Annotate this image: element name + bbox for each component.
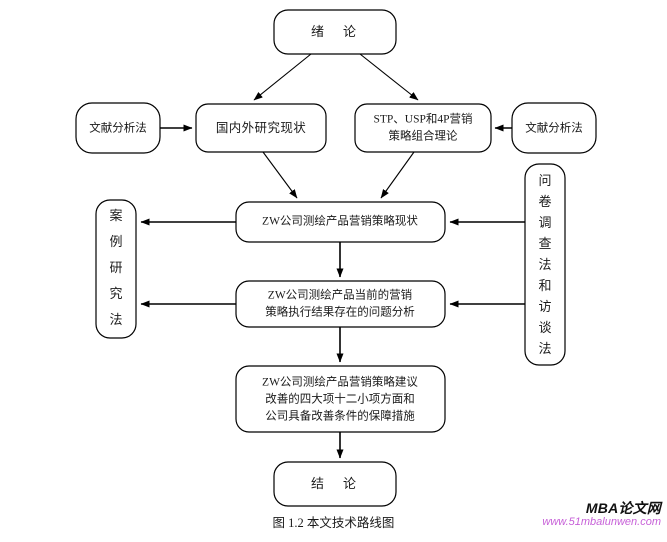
edge-theory-to-status-now	[380, 151, 415, 199]
node-intro[interactable]: 绪 论	[273, 9, 397, 55]
node-lit-left-label: 文献分析法	[89, 121, 147, 135]
node-case-study-char-0: 案	[109, 208, 122, 223]
node-theory[interactable]: STP、USP和4P营销 策略组合理论	[354, 103, 492, 153]
node-lit-left[interactable]: 文献分析法	[75, 102, 161, 154]
node-suggestions-line2: 改善的四大项十二小项方面和	[265, 392, 415, 406]
node-research-status[interactable]: 国内外研究现状	[195, 103, 327, 153]
node-survey-interview-char-0: 问	[538, 173, 551, 188]
node-conclusion[interactable]: 结 论	[273, 461, 397, 507]
node-survey-interview-char-8: 法	[538, 341, 551, 356]
node-case-study-char-4: 法	[109, 312, 122, 327]
node-suggestions[interactable]: ZW公司测绘产品营销策略建议 改善的四大项十二小项方面和 公司具备改善条件的保障…	[235, 365, 446, 433]
node-layer: 绪 论 文献分析法 国内外研究现状 STP、USP和4P营销 策略组合理论	[75, 9, 597, 507]
node-theory-label-line2: 策略组合理论	[389, 129, 458, 143]
node-survey-interview[interactable]: 问 卷 调 查 法 和 访 谈 法	[524, 163, 566, 366]
node-suggestions-line3: 公司具备改善条件的保障措施	[265, 409, 415, 423]
node-conclusion-label: 结 论	[311, 476, 359, 491]
node-case-study-char-1: 例	[109, 234, 122, 249]
node-case-study[interactable]: 案 例 研 究 法	[95, 199, 137, 339]
node-survey-interview-char-3: 查	[538, 236, 551, 251]
node-lit-right-label: 文献分析法	[525, 121, 583, 135]
node-theory-label-line1: STP、USP和4P营销	[373, 112, 472, 126]
node-suggestions-line1: ZW公司测绘产品营销策略建议	[262, 375, 418, 389]
node-survey-interview-char-6: 访	[538, 299, 551, 314]
node-lit-right[interactable]: 文献分析法	[511, 102, 597, 154]
node-problem-analysis-line1: ZW公司测绘产品当前的营销	[268, 288, 412, 302]
node-survey-interview-char-2: 调	[538, 215, 551, 230]
node-case-study-char-3: 究	[109, 286, 122, 301]
node-survey-interview-char-1: 卷	[538, 194, 551, 209]
node-survey-interview-char-5: 和	[538, 278, 551, 293]
node-survey-interview-char-7: 谈	[538, 320, 551, 335]
figure-caption: 图 1.2 本文技术路线图	[272, 516, 395, 530]
node-status-now-label: ZW公司测绘产品营销策略现状	[262, 214, 418, 228]
edge-intro-to-research-status	[253, 53, 312, 101]
node-status-now[interactable]: ZW公司测绘产品营销策略现状	[235, 201, 446, 243]
watermark-url: www.51mbalunwen.com	[542, 516, 661, 529]
node-problem-analysis-line2: 策略执行结果存在的问题分析	[265, 305, 415, 319]
edge-research-status-to-status-now	[262, 151, 298, 199]
watermark-brand: MBA论文网	[585, 500, 661, 516]
watermark: MBA论文网 www.51mbalunwen.com	[542, 500, 661, 529]
node-research-status-label: 国内外研究现状	[216, 120, 306, 135]
node-survey-interview-char-4: 法	[538, 257, 551, 272]
edge-intro-to-theory	[359, 53, 419, 101]
node-problem-analysis[interactable]: ZW公司测绘产品当前的营销 策略执行结果存在的问题分析	[235, 280, 446, 328]
edge-layer	[140, 53, 525, 459]
node-intro-label: 绪 论	[311, 24, 359, 39]
node-case-study-char-2: 研	[109, 260, 122, 275]
